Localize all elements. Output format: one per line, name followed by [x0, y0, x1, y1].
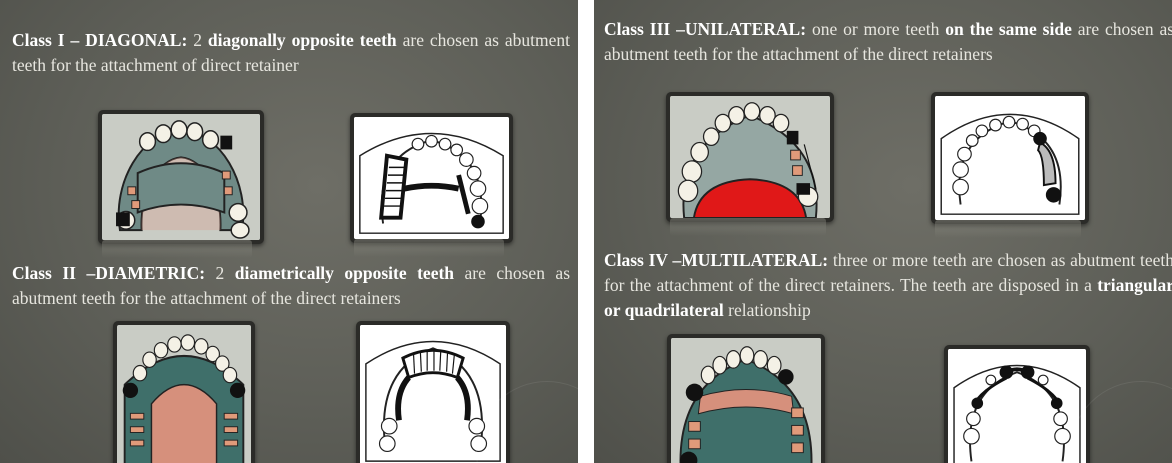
class-3-framework-sketch [931, 92, 1089, 224]
class-4-description: Class IV –MULTILATERAL: three or more te… [604, 248, 1172, 323]
class-1-arch-photo [98, 110, 264, 244]
class-3-emphasis: on the same side [945, 19, 1072, 39]
class-3-arch-photo [666, 92, 834, 222]
class-4-rest: relationship [728, 300, 811, 320]
class-1-framework-sketch [350, 113, 513, 243]
class-1-pre: 2 [193, 30, 202, 50]
slide-left: Class I – DIAGONAL: 2 diagonally opposit… [0, 0, 578, 463]
class-4-arch-photo [667, 334, 825, 463]
slide-right: Class III –UNILATERAL: one or more teeth… [594, 0, 1172, 463]
class-4-framework-sketch [944, 345, 1090, 463]
class-4-title: Class IV –MULTILATERAL: [604, 250, 828, 270]
class-2-title: Class II –DIAMETRIC: [12, 263, 205, 283]
class-1-emphasis: diagonally opposite teeth [208, 30, 397, 50]
class-2-pre: 2 [216, 263, 225, 283]
reflection [102, 240, 252, 258]
class-1-title: Class I – DIAGONAL: [12, 30, 187, 50]
class-2-emphasis: diametrically opposite teeth [235, 263, 454, 283]
class-2-framework-sketch [356, 321, 510, 463]
class-3-pre: one or more teeth [812, 19, 939, 39]
reflection [670, 218, 826, 236]
class-3-description: Class III –UNILATERAL: one or more teeth… [604, 17, 1172, 67]
reflection [354, 239, 504, 257]
class-2-description: Class II –DIAMETRIC: 2 diametrically opp… [12, 261, 570, 311]
class-3-title: Class III –UNILATERAL: [604, 19, 806, 39]
class-1-description: Class I – DIAGONAL: 2 diagonally opposit… [12, 28, 570, 78]
reflection [935, 220, 1081, 238]
class-2-arch-photo [113, 321, 255, 463]
